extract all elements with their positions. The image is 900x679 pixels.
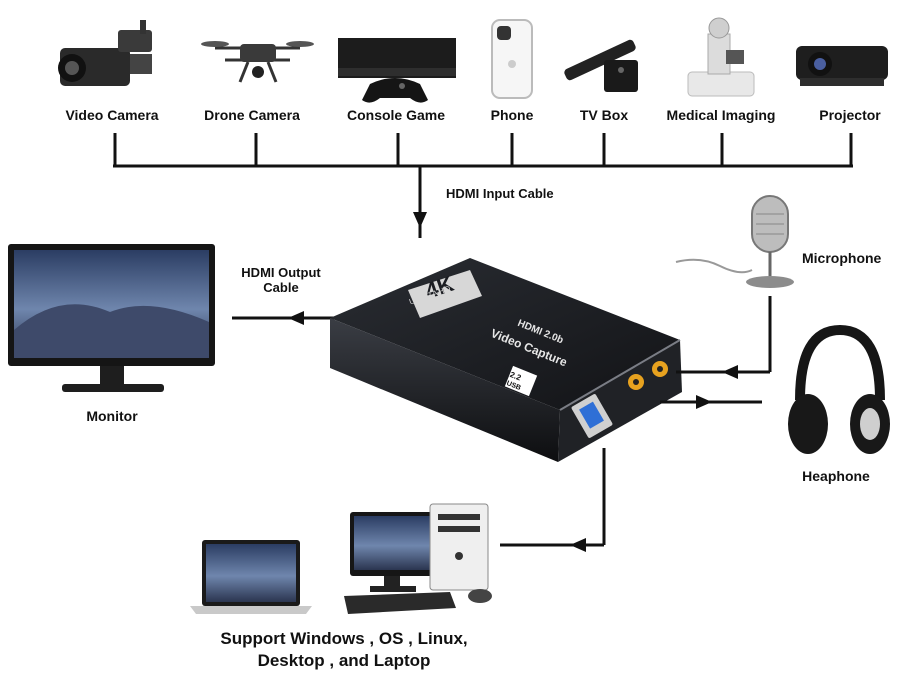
headphone-arrow (696, 395, 712, 409)
support-caption: Support Windows , OS , Linux, Desktop , … (220, 628, 467, 672)
microphone-label: Microphone (802, 250, 882, 266)
monitor-icon (8, 244, 215, 392)
laptop-icon (190, 540, 312, 614)
hdmi-output-cable-label-line2: Cable (263, 280, 299, 295)
computer-arrow (570, 538, 586, 552)
hdmi-output-cable-label-line1: HDMI Output (241, 265, 321, 280)
headphone-label: Heaphone (802, 468, 870, 484)
game-console-icon (338, 38, 456, 103)
device-label-medical-imaging: Medical Imaging (666, 107, 776, 123)
capture-device (330, 258, 682, 462)
microphone-arrow (722, 365, 738, 379)
projector-icon (796, 46, 888, 86)
tv-box-icon (564, 39, 638, 92)
device-label-drone-camera: Drone Camera (204, 107, 300, 123)
medical-imaging-icon (687, 17, 755, 97)
microphone-line (676, 296, 772, 374)
input-bus-lines (113, 133, 853, 238)
drone-icon (201, 41, 314, 83)
desktop-computer-icon (344, 503, 492, 614)
monitor-label: Monitor (86, 408, 138, 424)
headphone-icon (788, 324, 890, 454)
hdmi-input-cable-label: HDMI Input Cable (446, 186, 554, 201)
computer-line (500, 448, 606, 547)
device-label-projector: Projector (819, 107, 881, 123)
device-label-video-camera: Video Camera (65, 107, 159, 123)
hdmi-input-arrow (413, 212, 427, 228)
support-caption-line1: Support Windows , OS , Linux, (220, 629, 468, 648)
support-caption-line2: Desktop , and Laptop (257, 651, 431, 670)
microphone-icon (675, 195, 794, 288)
hdmi-output-arrow (288, 311, 304, 325)
phone-icon (491, 19, 533, 99)
device-label-phone: Phone (490, 107, 534, 123)
device-label-tv-box: TV Box (579, 107, 629, 123)
video-camera-icon (58, 20, 152, 86)
device-label-console-game: Console Game (346, 107, 446, 123)
